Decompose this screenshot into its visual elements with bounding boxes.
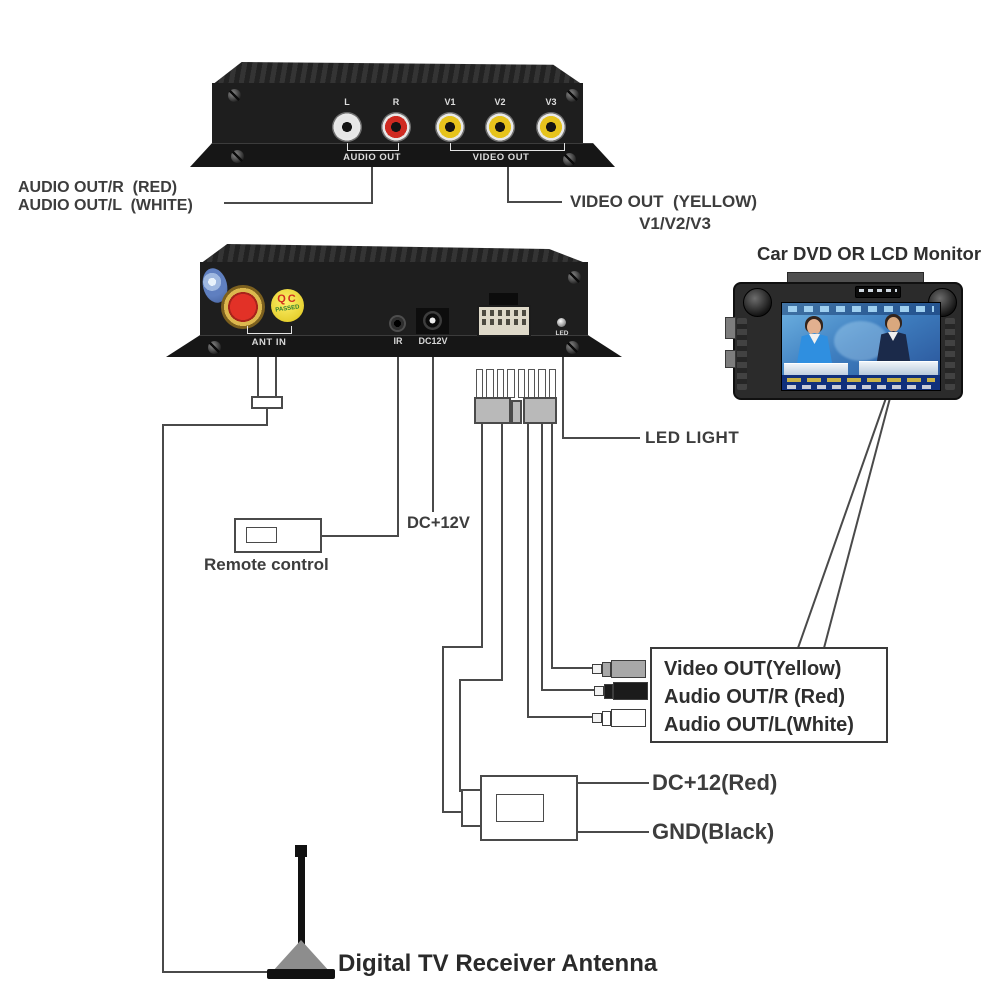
audio-out-l-plug (592, 709, 646, 727)
front-box-top-face (200, 244, 588, 264)
leader-video-out (507, 166, 562, 203)
monitor-av-line-2 (823, 397, 891, 649)
antenna-foot (267, 969, 335, 979)
ant-in-bracket (247, 326, 292, 334)
remote-control-window (246, 527, 277, 543)
audio-out-l-annotation: AUDIO OUT/L (WHITE) (18, 197, 193, 214)
dc12v-label: DC12V (418, 336, 448, 346)
audio-out-r-label: Audio OUT/R (Red) (664, 686, 846, 708)
monitor-av-line-1 (797, 397, 887, 649)
monitor-screen (781, 302, 941, 391)
pin-connector-latch (489, 293, 518, 307)
video-group-bracket (450, 143, 565, 151)
screw-icon (563, 153, 576, 166)
video-channels-annotation: V1/V2/V3 (639, 214, 711, 233)
news-desk-left (784, 363, 848, 378)
audio-group-bracket (347, 143, 399, 151)
rca-jack-audio-l (332, 112, 362, 142)
harness-wire-gnd (459, 423, 503, 792)
jack-label-l: L (344, 97, 350, 107)
gnd-black-label: GND(Black) (652, 819, 775, 844)
screw-icon (566, 89, 579, 102)
rca-jack-video-1 (435, 112, 465, 142)
harness-housing-latch (511, 400, 522, 424)
rear-box-top-face (212, 62, 583, 85)
harness-wire-audio-l (527, 423, 595, 718)
monitor-title: Car DVD OR LCD Monitor (757, 243, 982, 264)
dc12-red-label: DC+12(Red) (652, 770, 778, 795)
dc-plus-12v-label: DC+12V (407, 514, 470, 532)
power-led (557, 318, 566, 327)
jack-label-v3: V3 (545, 97, 557, 107)
screw-icon (568, 271, 581, 284)
monitor-display (855, 286, 901, 298)
screw-icon (231, 150, 244, 163)
harness-plug-pins (476, 369, 556, 398)
audio-out-r-plug (594, 682, 648, 700)
monitor-left-knob (743, 288, 772, 317)
news-desk-right (859, 361, 938, 376)
qc-text: QC (277, 293, 298, 305)
qc-passed-sticker: QC PASSED (271, 289, 304, 322)
ir-jack (389, 315, 406, 332)
av-output-callout-box: Video OUT(Yellow) Audio OUT/R (Red) Audi… (650, 647, 888, 743)
dc-power-plug-window (496, 794, 544, 822)
harness-housing-right (523, 397, 557, 424)
front-box-flange (166, 335, 622, 357)
monitor-mount-ear (725, 317, 736, 339)
harness-housing-left (474, 397, 511, 424)
monitor-right-buttons (945, 318, 955, 390)
rear-box-flange (190, 143, 615, 167)
video-out-group-label: VIDEO OUT (472, 152, 530, 163)
jack-label-r: R (392, 97, 400, 107)
ir-cable (322, 356, 399, 537)
anchor-2-shirt (888, 332, 898, 341)
audio-out-l-label: Audio OUT/L(White) (664, 714, 854, 736)
ir-label: IR (393, 336, 403, 346)
monitor-mount-ear (725, 350, 736, 368)
video-out-plug (592, 660, 646, 678)
pin-row (482, 319, 526, 325)
pin-row (482, 310, 526, 316)
audio-out-group-label: AUDIO OUT (343, 152, 401, 163)
rca-jack-audio-r (381, 112, 411, 142)
ant-in-label: ANT IN (251, 337, 287, 348)
rca-jack-video-2 (485, 112, 515, 142)
harness-wire-audio-r (541, 423, 597, 691)
screen-ticker (782, 375, 940, 390)
led-label: LED (555, 330, 569, 337)
multi-pin-socket (477, 305, 531, 337)
harness-wire-dc (442, 423, 483, 813)
ant-cable-run (162, 408, 269, 973)
jack-label-v2: V2 (494, 97, 506, 107)
anchor-2-head (887, 317, 900, 332)
jack-label-v1: V1 (444, 97, 456, 107)
monitor-left-buttons (737, 318, 747, 390)
harness-wire-video (551, 423, 595, 669)
screw-icon (228, 89, 241, 102)
antenna-rod (298, 855, 305, 945)
video-out-annotation: VIDEO OUT (YELLOW) (570, 192, 757, 211)
rca-jack-video-3 (536, 112, 566, 142)
antenna-tip (295, 845, 307, 857)
remote-control-label: Remote control (204, 555, 329, 574)
screen-top-bar (782, 303, 940, 315)
led-leader (562, 356, 640, 439)
ant-cable-plug (251, 396, 283, 409)
antenna-label: Digital TV Receiver Antenna (338, 950, 658, 977)
video-out-yellow-label: Video OUT(Yellow) (664, 658, 842, 680)
ant-in-connector (221, 285, 265, 329)
led-light-label: LED LIGHT (645, 428, 740, 447)
screw-icon (566, 341, 579, 354)
audio-out-r-annotation: AUDIO OUT/R (RED) (18, 179, 178, 196)
anchor-1-shirt (809, 334, 820, 344)
anchor-1-head (807, 319, 821, 335)
leader-audio-out (224, 166, 373, 204)
dc12v-jack (423, 311, 442, 330)
screw-icon (208, 341, 221, 354)
